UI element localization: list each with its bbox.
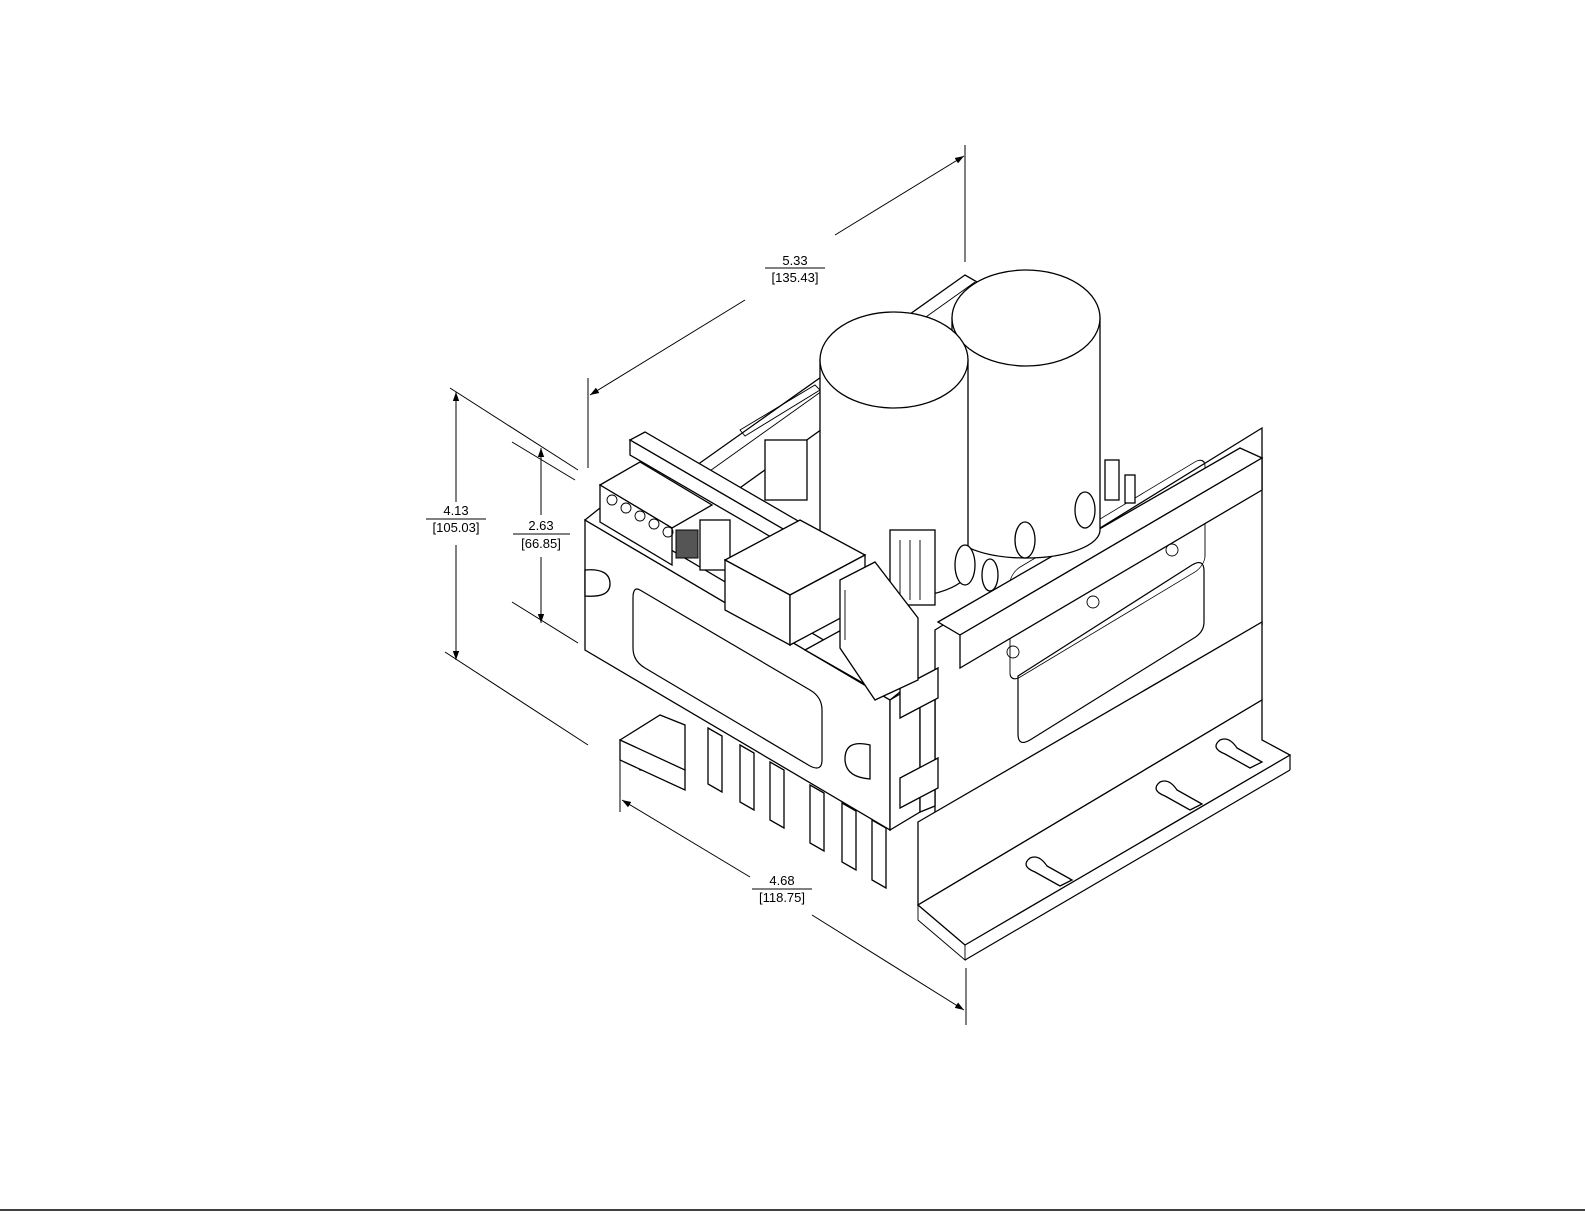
dimension-overall-height: 4.13 [105.03]: [426, 388, 588, 745]
dim-width-value: 4.68: [769, 873, 794, 888]
dim-depth-metric: [135.43]: [772, 270, 819, 285]
dim-overall-height-value: 4.13: [443, 503, 468, 518]
dim-overall-height-metric: [105.03]: [433, 520, 480, 535]
dim-width-metric: [118.75]: [759, 890, 805, 905]
dim-depth-value: 5.33: [782, 253, 807, 268]
dim-body-height-value: 2.63: [528, 518, 553, 533]
dimension-body-height: 2.63 [66.85]: [512, 442, 578, 643]
dim-body-height-metric: [66.85]: [521, 536, 561, 551]
